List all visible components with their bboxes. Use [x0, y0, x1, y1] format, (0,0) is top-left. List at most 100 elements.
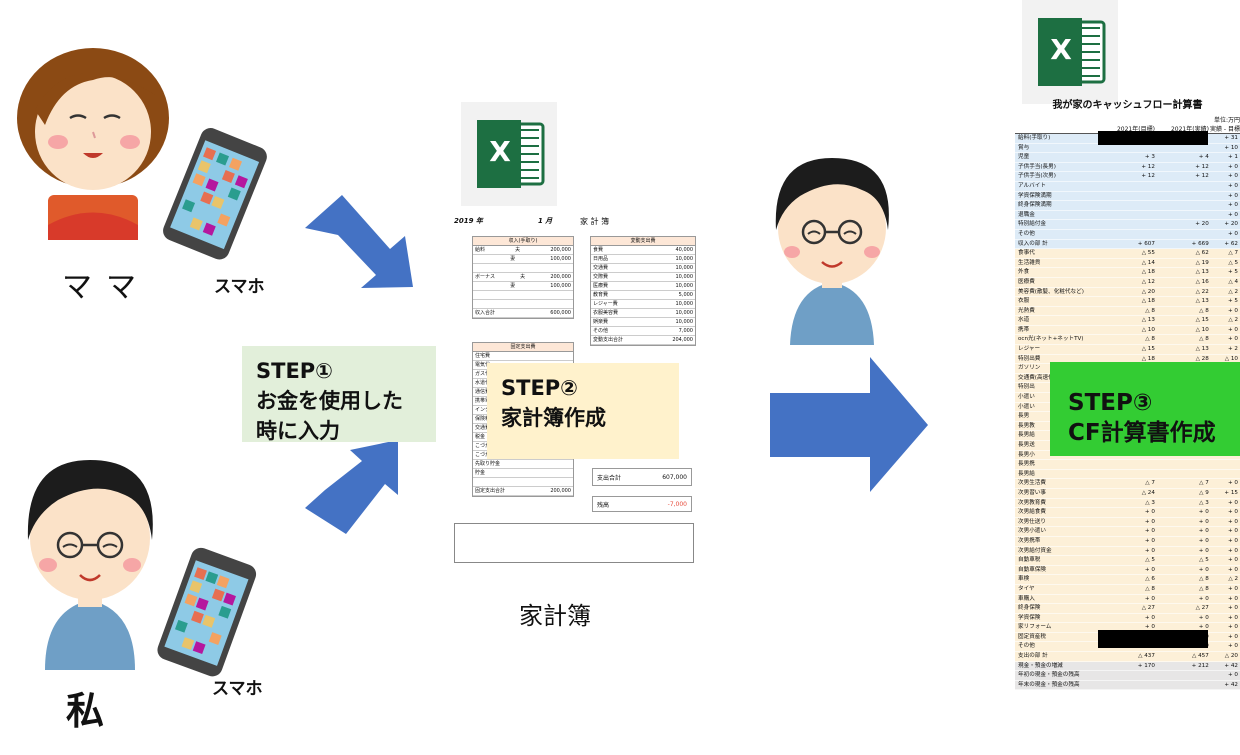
cf-cell: △ 5	[1228, 259, 1238, 266]
ledger-cell-value: 200,000	[550, 274, 571, 280]
cf-cell: + 0	[1227, 537, 1238, 544]
cf-cell: △ 8	[1199, 307, 1209, 314]
cf-cell	[1155, 681, 1209, 690]
cf-cell: △ 5	[1145, 557, 1155, 564]
cf-row: 車検△ 6△ 8△ 2	[1015, 575, 1240, 585]
cf-cell: 携帯	[1018, 326, 1030, 333]
cf-cell: + 0	[1227, 307, 1238, 314]
cf-row: 車購入+ 0+ 0+ 0	[1015, 594, 1240, 605]
cf-title: 我が家のキャッシュフロー計算書	[1052, 100, 1203, 111]
cf-cell: △ 7	[1145, 480, 1155, 487]
cf-cell: 特別給付金	[1018, 221, 1046, 228]
cf-cell: + 0	[1144, 509, 1155, 516]
cf-row: 美容費(散髪、化粧代など)△ 20△ 22△ 2	[1015, 287, 1240, 298]
cf-cell: △ 4	[1228, 278, 1238, 285]
cf-cell: △ 15	[1195, 317, 1209, 324]
cf-cell: + 0	[1198, 595, 1209, 602]
cf-cell: 長男教	[1018, 422, 1035, 429]
cf-cell: + 607	[1137, 240, 1155, 247]
cf-cell: + 0	[1227, 480, 1238, 487]
cf-cell: 終身保険満期	[1018, 202, 1052, 209]
cf-cell: + 0	[1227, 211, 1238, 218]
cf-cell: その他	[1018, 230, 1035, 237]
ledger-cell-value: 40,000	[675, 247, 694, 253]
ledger-cell-value: 200,000	[550, 247, 571, 253]
total-label: 支出合計	[597, 474, 622, 482]
cf-cell: + 0	[1198, 614, 1209, 621]
fixed-header: 固定支出費	[473, 343, 573, 352]
cf-cell: + 0	[1227, 547, 1238, 554]
cf-cell: 水道	[1018, 317, 1030, 324]
cf-cell: + 0	[1227, 173, 1238, 180]
excel-letter: X	[1050, 33, 1072, 66]
cf-cell: 賞与	[1018, 144, 1030, 151]
cf-cell: + 0	[1144, 528, 1155, 535]
cf-cell	[1209, 460, 1240, 469]
ledger-month: 1 月	[538, 217, 553, 225]
ledger-cell-value: 100,000	[550, 256, 571, 262]
cf-cell: + 170	[1137, 662, 1155, 669]
cf-cell	[1155, 671, 1209, 680]
cf-col-actual: 2021年(実績)	[1170, 126, 1209, 133]
cf-cell: △ 19	[1195, 259, 1209, 266]
cf-cell: + 669	[1191, 240, 1209, 247]
cf-cell: + 0	[1227, 633, 1238, 640]
cf-cell: + 0	[1227, 192, 1238, 199]
cf-cell: + 42	[1224, 662, 1238, 669]
cf-row: 児童+ 3+ 4+ 1	[1015, 153, 1240, 163]
ledger-cell-value: 10,000	[675, 283, 694, 289]
cf-cell: 衣服	[1018, 298, 1030, 305]
step1-title: STEP①	[256, 359, 333, 383]
cf-cell: + 0	[1144, 566, 1155, 573]
cf-cell: △ 18	[1141, 298, 1155, 305]
cf-cell	[1098, 220, 1155, 229]
cf-cell	[1155, 470, 1209, 479]
cf-cell: △ 22	[1195, 288, 1209, 295]
cf-cell: 食事代	[1018, 250, 1035, 257]
ledger-cell-label: 固定支出合計	[475, 488, 506, 494]
cf-row: 子供手当(長男)+ 12+ 12+ 0	[1015, 162, 1240, 173]
watashi-illustration	[27, 460, 153, 670]
ledger-cell-sub: 夫	[520, 274, 526, 280]
cf-row: 支出の部 計△ 437△ 457△ 20	[1015, 652, 1240, 662]
cf-row: 次男生活費△ 7△ 7+ 0	[1015, 479, 1240, 489]
ledger-cell-label: こづかい	[475, 443, 496, 449]
cf-cell: △ 8	[1199, 585, 1209, 592]
cf-cell: △ 7	[1199, 480, 1209, 487]
smartphone-icon	[163, 128, 267, 260]
cf-cell: + 0	[1198, 547, 1209, 554]
ledger-cell-label: 税金	[475, 434, 486, 440]
cf-cell: + 0	[1198, 509, 1209, 516]
ledger-cell-label: インター	[475, 407, 496, 413]
cf-cell: 退職金	[1018, 211, 1035, 218]
kakeibo-label: 家計簿	[519, 602, 591, 630]
cf-cell: △ 13	[1141, 317, 1155, 324]
cf-cell: + 0	[1227, 585, 1238, 592]
ledger-cell-value	[571, 478, 573, 486]
smartphone-label: スマホ	[212, 679, 263, 699]
cf-cell: 自動車保険	[1018, 566, 1046, 573]
cf-row: 年初の現金・預金の残高+ 0	[1015, 671, 1240, 681]
cf-cell: + 12	[1195, 163, 1209, 170]
cf-cell: △ 14	[1141, 259, 1155, 266]
cf-cell: 医療費	[1018, 278, 1035, 285]
cf-cell: レジャー	[1018, 346, 1041, 353]
ledger-cell-label: 携帯電話	[475, 398, 496, 404]
cf-cell: △ 18	[1141, 269, 1155, 276]
cf-cell: △ 16	[1195, 278, 1209, 285]
cf-cell	[1098, 681, 1155, 690]
cf-cell: アルバイト	[1018, 182, 1046, 189]
ledger-cell-value: 10,000	[675, 301, 694, 307]
cf-cell: + 0	[1227, 595, 1238, 602]
cf-cell: △ 28	[1195, 355, 1209, 362]
cf-row: 学資保険満期+ 0	[1015, 191, 1240, 202]
cf-unit: 単位:万円	[1213, 117, 1240, 124]
